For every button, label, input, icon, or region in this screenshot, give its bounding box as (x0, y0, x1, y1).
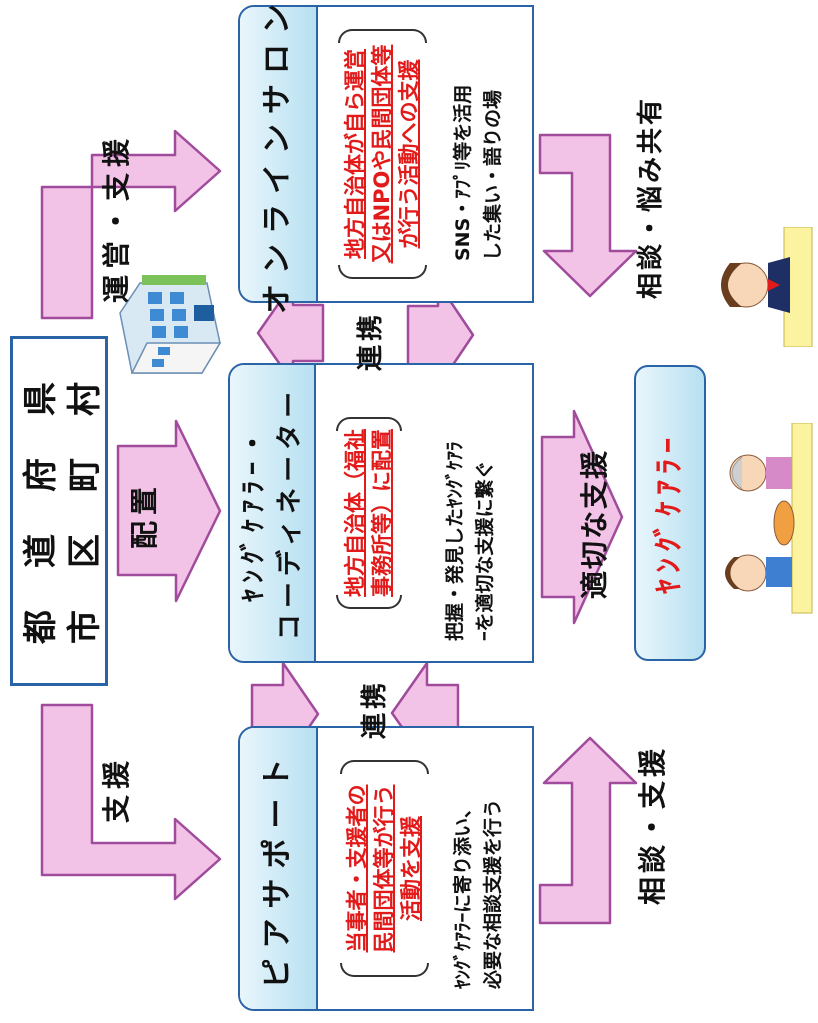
young-carer-title: ﾔﾝｸﾞｹｱﾗｰ (652, 432, 687, 594)
online-salon-title: オンラインサロン (260, 0, 295, 314)
peer-support-role-line-2: 民間団体等が行う (372, 784, 396, 953)
peer-support-desc-1: ﾔﾝｸﾞｹｱﾗｰに寄り添い、 (452, 798, 474, 989)
peer-support-role-line-1: 当事者・支援者の (345, 784, 369, 953)
manage-support-label: 運営・支援 (100, 132, 133, 303)
arrow-manage-support (40, 129, 222, 320)
online-salon-role-line-1: 地方自治体が自ら運営 (343, 49, 367, 259)
coordinator-header: ﾔﾝｸﾞｹｱﾗｰ・ コーディネーター (230, 365, 316, 661)
online-salon-role: 地方自治体が自ら運営 又はNPOや民間団体等 が行う活動への支援 (336, 29, 429, 279)
support-to-peer-label: 支援 (100, 754, 133, 823)
arrow-appropriate-support (540, 409, 624, 625)
link-bottom-label: 連携 (360, 678, 390, 739)
coordinator-role-line-2: 事務所等）に配置 (370, 429, 394, 597)
assign-label: 配置 (128, 480, 161, 549)
appropriate-support-label: 適切な支援 (578, 448, 611, 599)
coordinator-title-line-1: ﾔﾝｸﾞｹｱﾗｰ・ (239, 424, 269, 603)
caregiver-elderly-illustration (725, 423, 813, 614)
peer-support-title: ピアサポート (260, 748, 295, 989)
consult-share-label: 相談・悩み共有 (636, 95, 666, 299)
coordinator-box: ﾔﾝｸﾞｹｱﾗｰ・ コーディネーター 地方自治体（福祉 事務所等）に配置 把握・… (228, 363, 534, 663)
building-icon (119, 275, 222, 374)
student-illustration (721, 227, 813, 347)
government-line-2: 市 区 町 村 (65, 378, 105, 644)
peer-support-role: 当事者・支援者の 民間団体等が行う 活動を支援 (338, 760, 431, 977)
online-salon-desc-2: した集い・語りの場 (482, 89, 504, 261)
online-salon-role-line-3: が行う活動への支援 (397, 59, 421, 249)
peer-support-role-line-3: 活動を支援 (399, 816, 423, 921)
online-salon-desc-1: SNS・ｱﾌﾟﾘ等を活用 (452, 84, 474, 261)
peer-support-header: ピアサポート (240, 728, 318, 1009)
online-salon-role-line-2: 又はNPOや民間団体等 (370, 44, 394, 264)
government-box: 都 道 府 県 市 区 町 村 (10, 336, 108, 686)
peer-support-desc-2: 必要な相談支援を行う (482, 798, 504, 989)
arrow-support-to-peer (40, 703, 222, 901)
coordinator-desc-1: 把握・発見したﾔﾝｸﾞｹｱﾗ (444, 441, 466, 641)
link-top-label: 連携 (356, 310, 386, 371)
online-salon-box: オンラインサロン 地方自治体が自ら運営 又はNPOや民間団体等 が行う活動への支… (238, 0, 534, 314)
online-salon-header: オンラインサロン (240, 0, 318, 314)
young-carer-box: ﾔﾝｸﾞｹｱﾗｰ (634, 365, 706, 661)
arrow-assign (116, 419, 222, 603)
coordinator-desc-2: ｰを適切な支援に繋ぐ (474, 460, 496, 641)
arrow-consult-support (538, 736, 638, 925)
peer-support-box: ピアサポート 当事者・支援者の 民間団体等が行う 活動を支援 ﾔﾝｸﾞｹｱﾗｰに… (238, 726, 534, 1011)
arrow-consult-share (538, 133, 638, 298)
coordinator-title-line-2: コーディネーター (275, 385, 305, 641)
coordinator-role-line-1: 地方自治体（福祉 (343, 429, 367, 597)
government-line-1: 都 道 府 県 (21, 378, 61, 644)
consult-support-label: 相談・支援 (636, 744, 669, 905)
coordinator-role: 地方自治体（福祉 事務所等）に配置 (334, 417, 404, 609)
